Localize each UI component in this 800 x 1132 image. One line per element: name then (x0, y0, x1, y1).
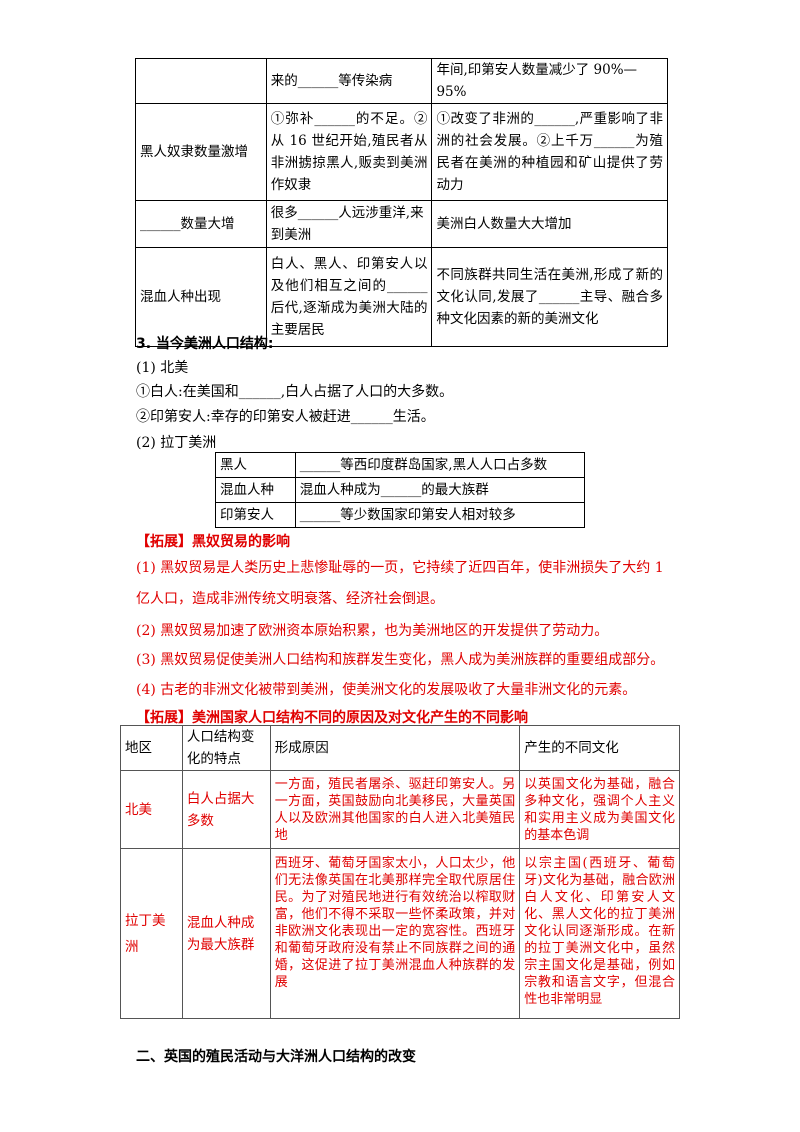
table-cell: 以英国文化为基础，融合多种文化，强调个人主义和实用主义成为美国文化的基本色调 (519, 770, 680, 849)
text-line: (2) 黑奴贸易加速了欧洲资本原始积累，也为美洲地区的开发提供了劳动力。 (136, 623, 609, 639)
table-cell: 以宗主国(西班牙、葡萄牙)文化为基础，融合欧洲白人文化、印第安人文化、黑人文化的… (519, 848, 680, 1019)
header-cell: 人口结构变化的特点 (181, 725, 271, 771)
table-cell: 很多______人远涉重洋,来到美洲 (265, 200, 433, 248)
header-cell: 形成原因 (269, 725, 521, 771)
table-row: 拉丁美洲 混血人种成为最大族群 西班牙、葡萄牙国家太小，人口太少，他们无法像英国… (120, 848, 680, 1019)
table-cell: ______数量大增 (135, 200, 267, 248)
header-cell: 地区 (120, 725, 183, 771)
table-cell: 黑人奴隶数量激增 (135, 103, 267, 201)
text-line: (3) 黑奴贸易促使美洲人口结构和族群发生变化，黑人成为美洲族群的重要组成部分。 (136, 652, 665, 668)
table-cell: 白人占据大多数 (181, 770, 271, 849)
table-cell: ①改变了非洲的______,严重影响了非洲的社会发展。②上千万______为殖民… (431, 103, 668, 201)
table-row: 混血人种出现 白人、黑人、印第安人以及他们相互之间的______后代,逐渐成为美… (135, 247, 668, 347)
latin-america-table: 黑人 ______等西印度群岛国家,黑人人口占多数 混血人种 混血人种成为___… (215, 452, 586, 528)
text-line: ①白人:在美国和______,白人占据了人口的大多数。 (136, 384, 454, 400)
table-cell (135, 58, 267, 104)
subheading: (1) 北美 (136, 360, 189, 376)
table-cell: 北美 (120, 770, 183, 849)
table-cell: 年间,印第安人数量减少了 90%—95% (431, 58, 668, 104)
table-cell: 不同族群共同生活在美洲,形成了新的文化认同,发展了______主导、融合多种文化… (431, 247, 668, 347)
header-cell: 产生的不同文化 (519, 725, 680, 771)
table-cell: 来的______等传染病 (265, 58, 433, 104)
subheading: (2) 拉丁美洲 (136, 435, 217, 451)
text-line: (4) 古老的非洲文化被带到美洲，使美洲文化的发展吸收了大量非洲文化的元素。 (136, 682, 637, 698)
table-cell: 混血人种 (215, 477, 296, 503)
table-row: 混血人种 混血人种成为______的最大族群 (215, 477, 586, 503)
table-cell: ______等少数国家印第安人相对较多 (294, 502, 586, 528)
table-cell: 拉丁美洲 (120, 848, 183, 1019)
table-row: 来的______等传染病 年间,印第安人数量减少了 90%—95% (135, 58, 668, 104)
table-cell: ①弥补______的不足。②从 16 世纪开始,殖民者从非洲掳掠黑人,贩卖到美洲… (265, 103, 433, 201)
table-cell: 美洲白人数量大大增加 (431, 200, 668, 248)
culture-comparison-table: 地区 人口结构变化的特点 形成原因 产生的不同文化 北美 白人占据大多数 一方面… (120, 725, 680, 1019)
table-row: 印第安人 ______等少数国家印第安人相对较多 (215, 502, 586, 528)
section-title: 3. 当今美洲人口结构: (136, 336, 274, 352)
table-cell: 印第安人 (215, 502, 296, 528)
table-cell: 白人、黑人、印第安人以及他们相互之间的______后代,逐渐成为美洲大陆的主要居… (265, 247, 433, 347)
text-line: 亿人口，造成非洲传统文明衰落、经济社会倒退。 (136, 591, 444, 607)
extension-title: 【拓展】美洲国家人口结构不同的原因及对文化产生的不同影响 (136, 710, 528, 726)
section-title: 二、英国的殖民活动与大洋洲人口结构的改变 (136, 1049, 416, 1065)
table-cell: 黑人 (215, 452, 296, 478)
table-cell: 混血人种成为______的最大族群 (294, 477, 586, 503)
table-row: 北美 白人占据大多数 一方面，殖民者屠杀、驱赶印第安人。另一方面，英国鼓励向北美… (120, 770, 680, 849)
table-cell: 混血人种出现 (135, 247, 267, 347)
table-row: 黑人奴隶数量激增 ①弥补______的不足。②从 16 世纪开始,殖民者从非洲掳… (135, 103, 668, 201)
table-cell: 混血人种成为最大族群 (181, 848, 271, 1019)
table-cell: 一方面，殖民者屠杀、驱赶印第安人。另一方面，英国鼓励向北美移民，大量英国人以及欧… (269, 770, 521, 849)
table-cell: 西班牙、葡萄牙国家太小，人口太少，他们无法像英国在北美那样完全取代原居住民。为了… (269, 848, 521, 1019)
table-row: 黑人 ______等西印度群岛国家,黑人人口占多数 (215, 452, 586, 478)
table-header-row: 地区 人口结构变化的特点 形成原因 产生的不同文化 (120, 725, 680, 771)
text-line: ②印第安人:幸存的印第安人被赶进______生活。 (136, 409, 435, 425)
extension-title: 【拓展】黑奴贸易的影响 (136, 534, 290, 550)
table-cell: ______等西印度群岛国家,黑人人口占多数 (294, 452, 586, 478)
colonial-impact-table: 来的______等传染病 年间,印第安人数量减少了 90%—95% 黑人奴隶数量… (135, 58, 668, 347)
text-line: (1) 黑奴贸易是人类历史上悲惨耻辱的一页，它持续了近四百年，使非洲损失了大约 … (136, 560, 664, 576)
table-row: ______数量大增 很多______人远涉重洋,来到美洲 美洲白人数量大大增加 (135, 200, 668, 248)
